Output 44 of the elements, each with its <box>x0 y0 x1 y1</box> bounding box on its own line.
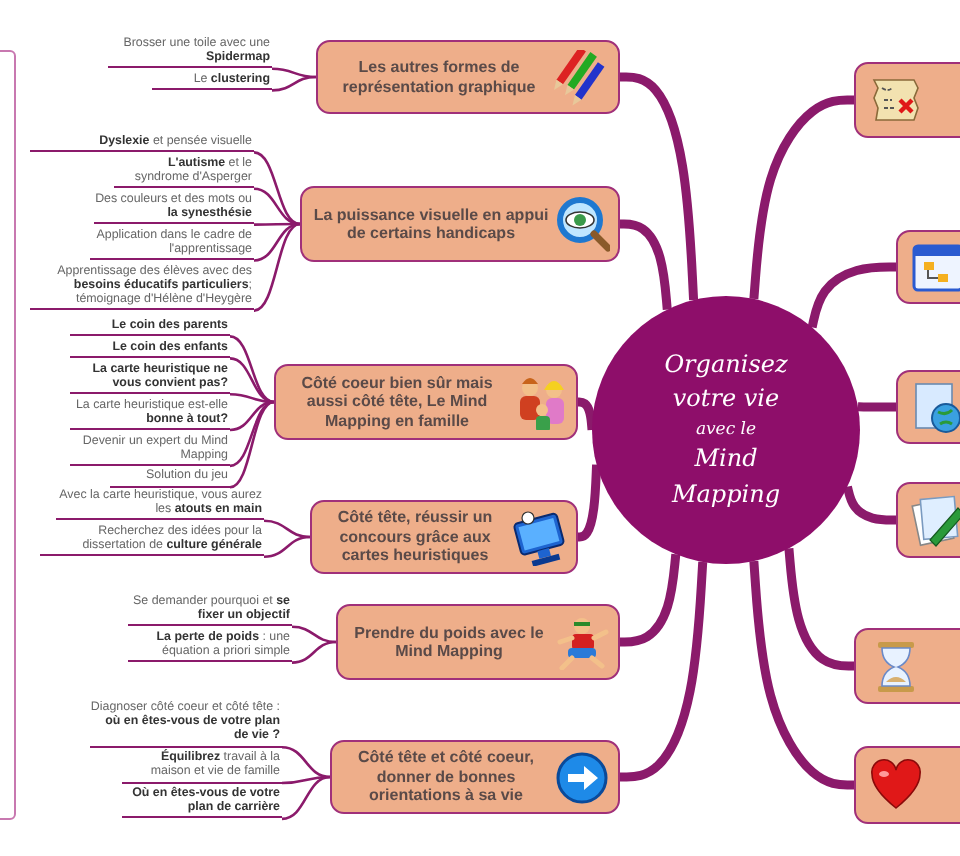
connector-line <box>253 222 301 312</box>
connector-line <box>254 222 300 226</box>
connector-line <box>291 640 337 664</box>
central-subtitle: avec le <box>695 417 757 443</box>
topic-text: La puissance visuelle en appui de certains handicaps <box>311 205 551 243</box>
topic-box <box>336 604 620 680</box>
topic-box <box>316 40 620 114</box>
central-title: Mind Mapping <box>669 442 783 512</box>
connector-line <box>281 775 331 785</box>
topic-text: Les autres formes de représentation graphique <box>340 58 538 96</box>
main-branch-line <box>854 402 898 412</box>
connector-line <box>229 357 275 404</box>
topic-box <box>854 62 960 138</box>
topic-box <box>854 746 960 824</box>
topic-text: Côté tête et côté coeur, donner de bonnes orientations à sa vie <box>355 748 537 806</box>
topic-box <box>274 364 578 440</box>
main-branch-line <box>749 95 854 300</box>
connector-line <box>271 67 317 79</box>
topic-box <box>300 186 620 262</box>
connector-line <box>253 222 301 262</box>
topic-box <box>310 500 578 574</box>
connector-line <box>253 151 301 226</box>
connector-line <box>263 535 311 559</box>
topic-text: Prendre du poids avec le Mind Mapping <box>352 623 546 661</box>
connector-line <box>229 392 275 404</box>
main-branch-line <box>574 397 597 432</box>
main-branch-line <box>807 262 896 329</box>
main-branch-line <box>749 560 854 790</box>
main-branch-line <box>575 464 602 542</box>
connector-line <box>229 400 275 468</box>
topic-box <box>854 628 960 704</box>
connector-line <box>271 75 317 92</box>
connector-line <box>281 775 331 821</box>
connector-line <box>253 187 301 226</box>
connector-line <box>263 519 311 539</box>
connector-line <box>229 400 275 489</box>
connector-line <box>229 335 275 404</box>
connector-line <box>229 400 275 432</box>
topic-text: Côté tête, réussir un concours grâce aux cartes heuristiques <box>335 508 495 566</box>
connector-line <box>291 625 337 644</box>
central-title: Organisez votre vie <box>662 348 790 417</box>
topic-text: Côté coeur bien sûr mais aussi côté tête, Le Mind Mapping en famille <box>299 373 495 431</box>
connector-line <box>281 745 331 779</box>
topic-box <box>330 740 620 814</box>
